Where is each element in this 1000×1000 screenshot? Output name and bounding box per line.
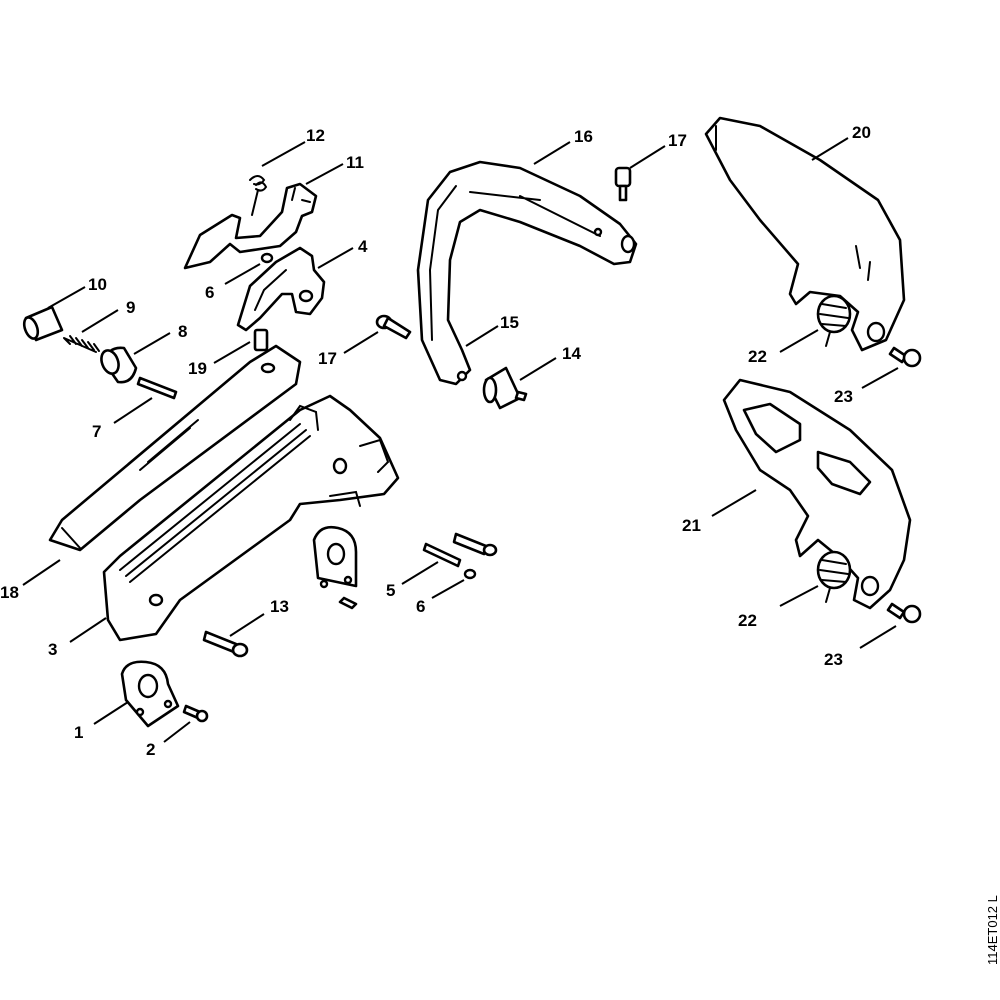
callout-label: 14: [562, 344, 581, 363]
part-6-washer-lower: [463, 568, 477, 580]
part-4-interlock-lever: [236, 246, 326, 332]
callout-label: 11: [346, 153, 364, 172]
callout-label: 19: [188, 359, 207, 378]
leader-2: [163, 721, 191, 743]
leader-10: [47, 286, 86, 309]
part-1-mount-bracket: [120, 660, 180, 728]
leader-16: [533, 141, 571, 165]
part-21-chain-brake: [722, 378, 912, 610]
leader-17-upper: [629, 145, 666, 169]
part-23-screw-upper: [888, 346, 922, 368]
callout-label: 2: [146, 740, 155, 759]
leader-18: [22, 559, 61, 586]
callout-label: 5: [386, 581, 395, 600]
leader-13: [229, 613, 265, 637]
part-12-spring-clip: [249, 175, 268, 216]
leader-5: [401, 561, 439, 585]
part-2-screw: [182, 704, 209, 723]
callout-label: 1: [74, 723, 83, 742]
leader-8: [133, 332, 171, 355]
leader-23-upper: [861, 367, 899, 389]
callout-label: 18: [0, 583, 19, 602]
callout-label: 6: [416, 597, 425, 616]
callout-label: 13: [270, 597, 289, 616]
part-19-screw: [253, 328, 269, 352]
callout-labels: 1 2 3 4 5 6 6 7 8 9 10 11 12 13 14 15 16…: [0, 123, 871, 759]
callout-label: 10: [88, 275, 107, 294]
part-5-pin: [422, 532, 498, 568]
callout-label: 23: [824, 650, 843, 669]
leader-3: [69, 617, 107, 643]
callout-label: 15: [500, 313, 519, 332]
leader-12: [261, 141, 306, 167]
leader-23-lower: [859, 625, 897, 649]
part-8-buffer: [100, 346, 138, 384]
callout-label: 20: [852, 123, 871, 142]
callout-label: 12: [306, 126, 325, 145]
part-22-spring-upper: [816, 294, 852, 347]
callout-label: 21: [682, 516, 701, 535]
part-7-pin: [136, 376, 178, 400]
drawing-code: 114ET012 L: [985, 895, 1000, 965]
part-17-screw-middle: [375, 314, 412, 340]
callout-label: 17: [668, 131, 687, 150]
leader-11: [305, 163, 344, 185]
callout-label: 6: [205, 283, 214, 302]
callout-label: 17: [318, 349, 337, 368]
leader-22-lower: [779, 585, 819, 607]
callout-label: 3: [48, 640, 57, 659]
callout-label: 16: [574, 127, 593, 146]
callout-label: 8: [178, 322, 187, 341]
callout-label: 22: [738, 611, 757, 630]
part-20-hand-guard: [704, 116, 906, 352]
leader-6-upper: [224, 263, 261, 285]
part-13-bolt: [202, 630, 249, 658]
callout-label: 9: [126, 298, 135, 317]
part-17-screw-upper: [614, 166, 632, 202]
leader-14: [519, 357, 557, 381]
leader-7: [113, 397, 153, 424]
part-22-spring-lower: [816, 550, 852, 603]
leader-9: [81, 309, 119, 333]
part-18-handle-cover: [48, 344, 302, 552]
leader-15: [465, 325, 499, 347]
part-16-front-handle: [416, 160, 638, 386]
leader-22-upper: [779, 329, 819, 353]
callout-label: 23: [834, 387, 853, 406]
leader-6-lower: [431, 579, 465, 599]
part-3-handle-molding: [102, 394, 400, 642]
leader-lines: [22, 137, 899, 743]
leader-4: [317, 247, 354, 269]
callout-label: 22: [748, 347, 767, 366]
part-9-spring: [63, 335, 100, 353]
leader-21: [711, 489, 757, 517]
callout-label: 4: [358, 237, 368, 256]
part-mount-block-middle: [312, 525, 358, 610]
leader-20: [811, 137, 849, 161]
part-23-screw-lower: [886, 602, 922, 624]
callout-label: 7: [92, 422, 101, 441]
leader-17-middle: [343, 331, 379, 354]
leader-1: [93, 701, 129, 725]
part-11-trigger-lever: [183, 182, 318, 270]
part-14-buffer: [482, 366, 528, 410]
part-6-washer-upper: [260, 252, 274, 264]
part-10-sleeve: [22, 305, 64, 342]
leader-19: [213, 341, 251, 364]
